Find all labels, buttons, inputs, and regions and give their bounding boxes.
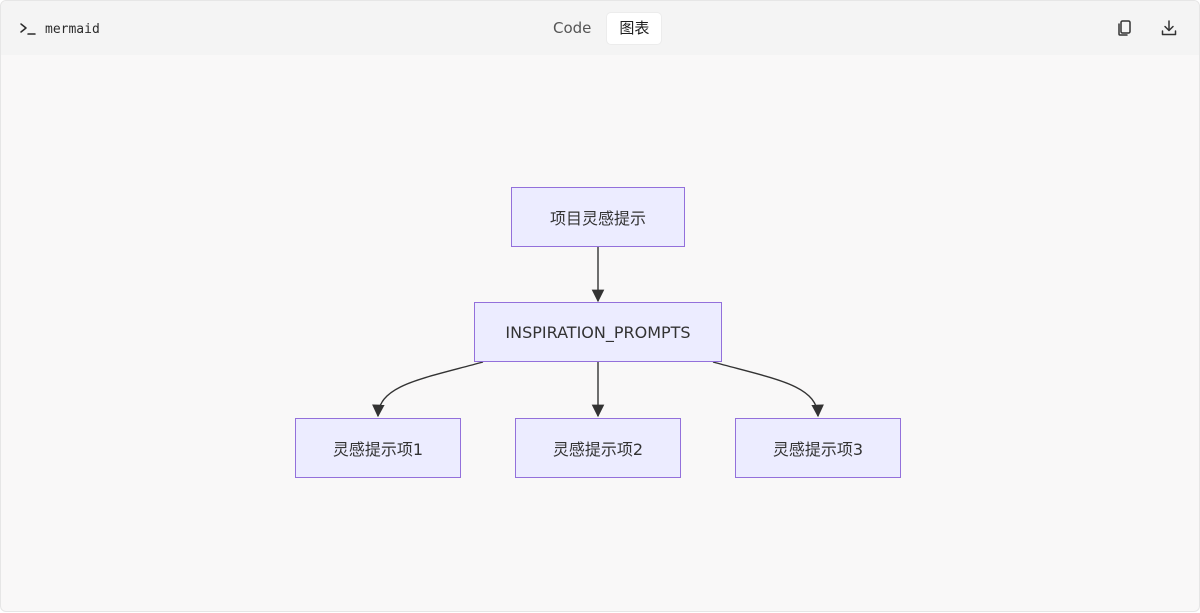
app-label: mermaid	[45, 21, 100, 37]
terminal-prompt-icon	[20, 23, 36, 35]
brand: mermaid	[19, 19, 100, 39]
view-tabs: Code 图表	[541, 13, 662, 44]
tab-code[interactable]: Code	[553, 19, 592, 37]
node-root[interactable]: 项目灵感提示	[511, 187, 685, 247]
download-icon	[1161, 20, 1177, 36]
edge-prompts-to-item3	[712, 361, 824, 418]
node-item-3[interactable]: 灵感提示项3	[735, 418, 901, 478]
node-item-2[interactable]: 灵感提示项2	[515, 418, 681, 478]
toolbar: mermaid Code 图表	[1, 1, 1199, 55]
node-inspiration-prompts[interactable]: INSPIRATION_PROMPTS	[474, 302, 722, 362]
node-item-1[interactable]: 灵感提示项1	[295, 418, 461, 478]
copy-button[interactable]	[1114, 17, 1136, 39]
diagram-canvas: 项目灵感提示 INSPIRATION_PROMPTS 灵感提示项1 灵感提示项2…	[1, 55, 1199, 611]
download-button[interactable]	[1158, 17, 1180, 39]
diagram-edges	[372, 247, 824, 418]
copy-icon	[1118, 20, 1131, 36]
edge-prompts-to-item1	[372, 361, 484, 418]
tab-diagram[interactable]: 图表	[607, 13, 662, 44]
